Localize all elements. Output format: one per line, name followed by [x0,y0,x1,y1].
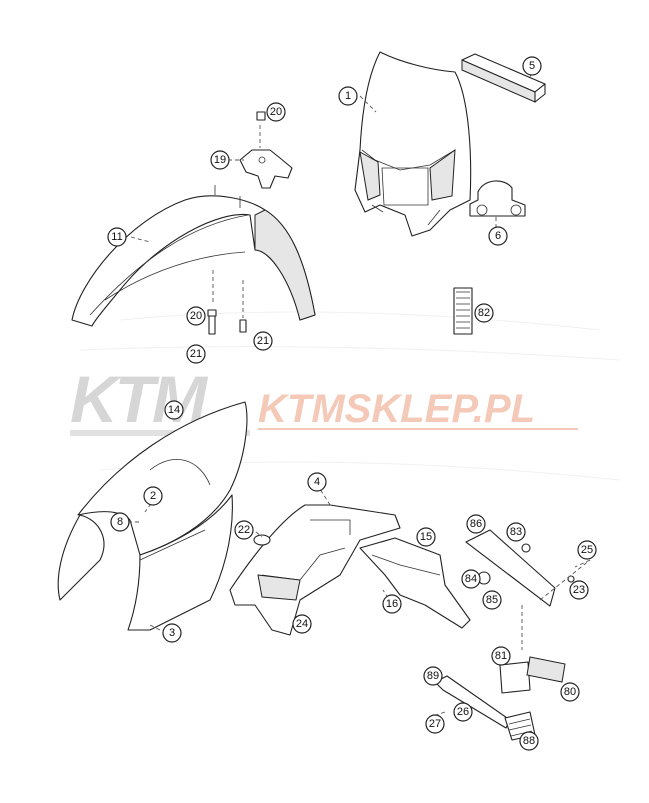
svg-text:11: 11 [111,231,122,243]
svg-text:81: 81 [495,650,507,662]
license-bracket [427,656,566,741]
fender-bracket [239,125,293,189]
rear-mudguard [229,504,401,636]
callout-86: 86 [466,514,486,534]
svg-text:3: 3 [169,627,175,639]
svg-text:1: 1 [345,90,351,102]
callout-27: 27 [425,714,445,734]
callout-82: 82 [474,303,494,323]
callout-19: 19 [210,150,230,170]
svg-text:88: 88 [523,735,535,747]
svg-text:22: 22 [238,524,250,536]
svg-text:84: 84 [465,573,477,585]
callout-26: 26 [453,702,473,722]
callout-23: 23 [569,580,589,600]
svg-text:19: 19 [214,154,226,166]
callout-15: 15 [416,527,436,547]
svg-text:25: 25 [581,544,593,556]
plate-holder [465,529,591,650]
svg-text:21: 21 [190,348,202,360]
svg-text:20: 20 [190,310,202,322]
callout-89: 89 [423,666,443,686]
svg-text:6: 6 [495,230,501,242]
svg-text:83: 83 [510,526,522,538]
svg-text:82: 82 [478,307,490,319]
svg-text:2: 2 [150,490,156,502]
svg-text:23: 23 [573,584,585,596]
callout-6: 6 [488,226,508,246]
svg-text:26: 26 [457,706,469,718]
mudflap [359,537,471,629]
svg-text:21: 21 [257,335,269,347]
screws [207,111,266,335]
svg-text:24: 24 [296,618,308,630]
callout-83: 83 [506,522,526,542]
watermark-site: KTMSKLEP.PL [258,387,535,431]
svg-text:14: 14 [168,404,180,416]
callout-8: 8 [110,512,130,532]
svg-text:5: 5 [529,60,535,72]
callout-1: 1 [338,86,358,106]
callout-22: 22 [234,520,254,540]
callout-11: 11 [107,227,127,247]
svg-text:85: 85 [486,594,498,606]
svg-text:27: 27 [429,718,441,730]
callout-5: 5 [522,56,542,76]
callout-25: 25 [577,540,597,560]
svg-text:80: 80 [564,686,576,698]
callout-81: 81 [491,646,511,666]
side-panel [57,401,248,631]
callout-4: 4 [307,472,327,492]
svg-text:4: 4 [314,476,320,488]
front-fender [71,185,316,327]
callout-80: 80 [560,682,580,702]
callout-20: 20 [186,306,206,326]
callout-21: 21 [186,344,206,364]
callout-24: 24 [292,614,312,634]
svg-text:16: 16 [386,598,398,610]
callout-3: 3 [162,623,182,643]
callout-85: 85 [482,590,502,610]
clamp [469,180,526,217]
reflector [453,287,473,335]
svg-text:86: 86 [470,518,482,530]
cap [253,534,271,546]
watermark: KTM KTMSKLEP.PL [70,362,578,436]
callout-20: 20 [266,102,286,122]
svg-text:15: 15 [420,531,432,543]
svg-text:20: 20 [270,106,282,118]
headlight-mask [354,51,472,237]
callout-21: 21 [253,331,273,351]
svg-text:89: 89 [427,670,439,682]
callout-14: 14 [164,400,184,420]
callout-84: 84 [461,569,481,589]
callout-88: 88 [519,731,539,751]
svg-text:8: 8 [117,516,123,528]
foam-strip [461,53,546,103]
callout-16: 16 [382,594,402,614]
callout-2: 2 [143,486,163,506]
